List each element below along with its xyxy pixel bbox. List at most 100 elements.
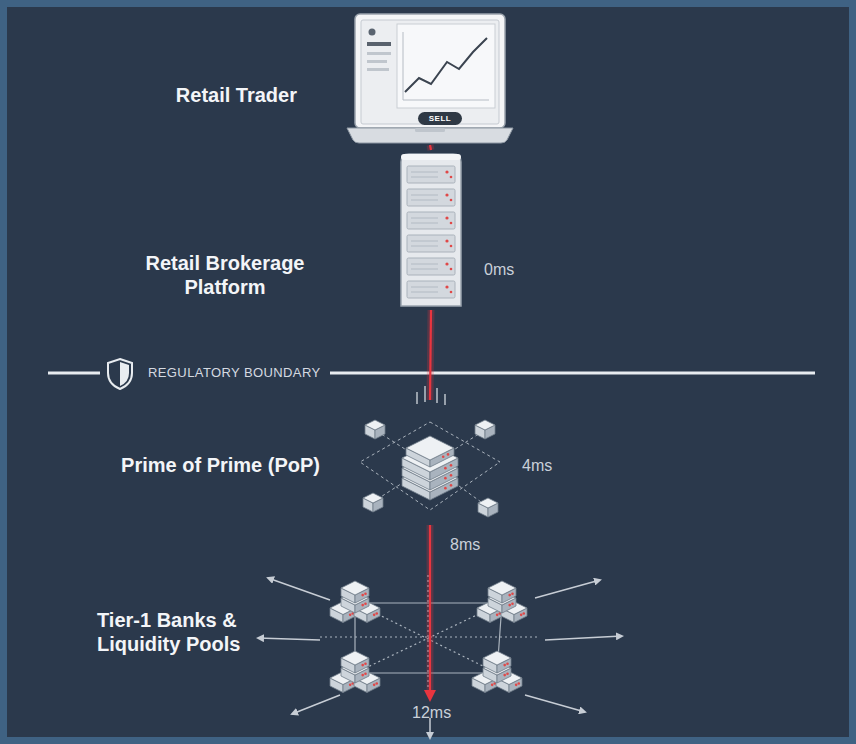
art-line: [411, 246, 438, 247]
art-g: [360, 422, 500, 510]
art-circle: [503, 664, 506, 667]
art-circle: [491, 684, 494, 687]
art-line: [424, 386, 425, 402]
art-circle: [515, 684, 518, 687]
signal-connector: [430, 310, 431, 400]
connector-glow: [430, 310, 431, 400]
art-g: [320, 575, 540, 695]
art-line: [411, 172, 438, 173]
art-line: [525, 695, 585, 712]
shield-icon: [108, 359, 132, 389]
art-circle: [506, 662, 509, 665]
art-circle: [444, 477, 447, 480]
boundary-label: REGULATORY BOUNDARY: [148, 363, 321, 383]
art-line: [411, 200, 438, 201]
art-rect: [367, 68, 389, 71]
art-line: [258, 638, 320, 640]
signal-sparks: [417, 386, 445, 405]
art-line: [320, 636, 540, 637]
art-circle: [364, 592, 367, 595]
latency-label: 4ms: [522, 456, 552, 476]
art-circle: [445, 239, 448, 242]
art-circle: [511, 592, 514, 595]
hub-node: Prime of Prime (PoP): [355, 400, 505, 525]
art-rect: [407, 212, 455, 229]
connector-line: [430, 310, 431, 400]
art-polygon: [475, 420, 495, 430]
server-node: Retail Brokerage Platform: [396, 150, 466, 310]
art-rect: [415, 128, 445, 132]
node-heading: Retail Trader: [127, 83, 297, 107]
art-circle: [445, 285, 448, 288]
connector-glow: [430, 145, 431, 150]
arrow-head: [424, 690, 436, 702]
art-line: [411, 287, 438, 288]
art-line: [411, 195, 438, 196]
art-circle: [450, 222, 453, 225]
art-circle: [522, 612, 525, 615]
art-rect: [407, 189, 455, 206]
network-out-arrows: [258, 556, 622, 738]
art-line: [427, 575, 428, 695]
art-circle: [373, 614, 376, 617]
signal-connector: [424, 525, 436, 702]
art-line: [411, 177, 438, 178]
art-polygon: [478, 498, 498, 508]
art-circle: [511, 602, 514, 605]
art-polygon: [355, 603, 502, 673]
node-heading: Retail Brokerage Platform: [130, 251, 320, 299]
art-path: [108, 359, 132, 389]
art-circle: [517, 682, 520, 685]
art-circle: [450, 464, 453, 467]
art-circle: [364, 602, 367, 605]
art-polygon: [363, 493, 383, 503]
art-line: [436, 388, 437, 403]
art-line: [411, 292, 438, 293]
signal-connector: [430, 145, 431, 150]
node-heading: Prime of Prime (PoP): [80, 453, 320, 477]
network-node: Tier-1 Banks & Liquidity Pools: [280, 565, 580, 702]
connector-line: [430, 145, 431, 150]
art-circle: [349, 614, 352, 617]
art-polygon: [483, 651, 511, 665]
art-line: [411, 241, 438, 242]
art-rect: [401, 154, 461, 160]
art-rect: [355, 14, 505, 128]
art-line: [411, 218, 438, 219]
art-circle: [445, 193, 448, 196]
art-circle: [444, 487, 447, 490]
art-rect: [407, 281, 455, 298]
laptop-illustration: [347, 12, 513, 145]
art-rect: [361, 20, 499, 124]
art-polygon: [365, 420, 385, 430]
art-line: [403, 100, 489, 101]
art-circle: [361, 594, 364, 597]
art-path: [401, 154, 461, 306]
art-circle: [364, 672, 367, 675]
art-line: [48, 372, 100, 375]
art-line: [411, 264, 438, 265]
art-circle: [361, 604, 364, 607]
button-text: SELL: [418, 112, 462, 125]
art-circle: [364, 662, 367, 665]
edge-label: 8ms: [450, 535, 480, 555]
art-circle: [450, 474, 453, 477]
art-line: [535, 580, 600, 598]
art-circle: [450, 245, 453, 248]
hub-illustration: [355, 400, 505, 525]
sell-button: SELL: [418, 112, 462, 125]
art-line: [411, 269, 438, 270]
art-polygon: [341, 581, 369, 595]
laptop-node: Retail TraderSELL: [347, 12, 513, 145]
art-path: [347, 128, 513, 143]
art-circle: [508, 594, 511, 597]
latency-label: 12ms: [412, 703, 451, 723]
art-circle: [369, 29, 376, 36]
art-line: [444, 394, 445, 405]
art-circle: [445, 170, 448, 173]
art-circle: [450, 268, 453, 271]
art-circle: [520, 614, 523, 617]
art-line: [411, 223, 438, 224]
